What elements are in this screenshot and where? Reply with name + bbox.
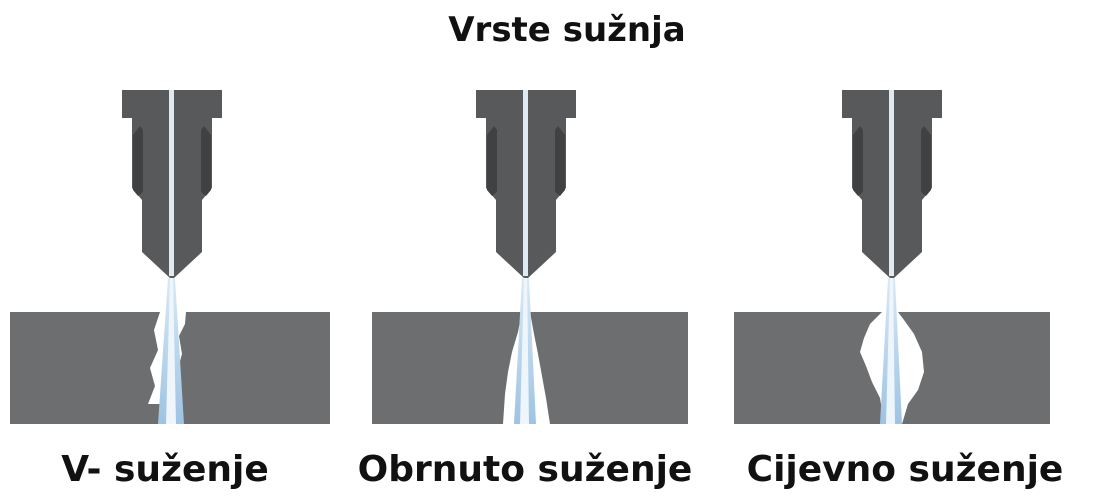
panel-reverse-taper xyxy=(372,90,688,424)
nozzle xyxy=(842,90,942,278)
panel-v-taper xyxy=(10,90,330,424)
caption-v-taper: V- suženje xyxy=(61,449,269,490)
panel-barrel-taper xyxy=(734,90,1050,424)
water-jet xyxy=(158,278,184,424)
workpiece xyxy=(10,312,330,424)
caption-reverse-taper: Obrnuto suženje xyxy=(357,449,693,490)
nozzle xyxy=(476,90,576,278)
nozzle xyxy=(122,90,222,278)
diagram-title: Vrste sužnja xyxy=(448,10,686,50)
water-jet xyxy=(880,278,902,424)
water-jet xyxy=(514,278,536,424)
workpiece xyxy=(372,312,688,424)
caption-barrel-taper: Cijevno suženje xyxy=(746,449,1064,490)
workpiece xyxy=(734,312,1050,424)
